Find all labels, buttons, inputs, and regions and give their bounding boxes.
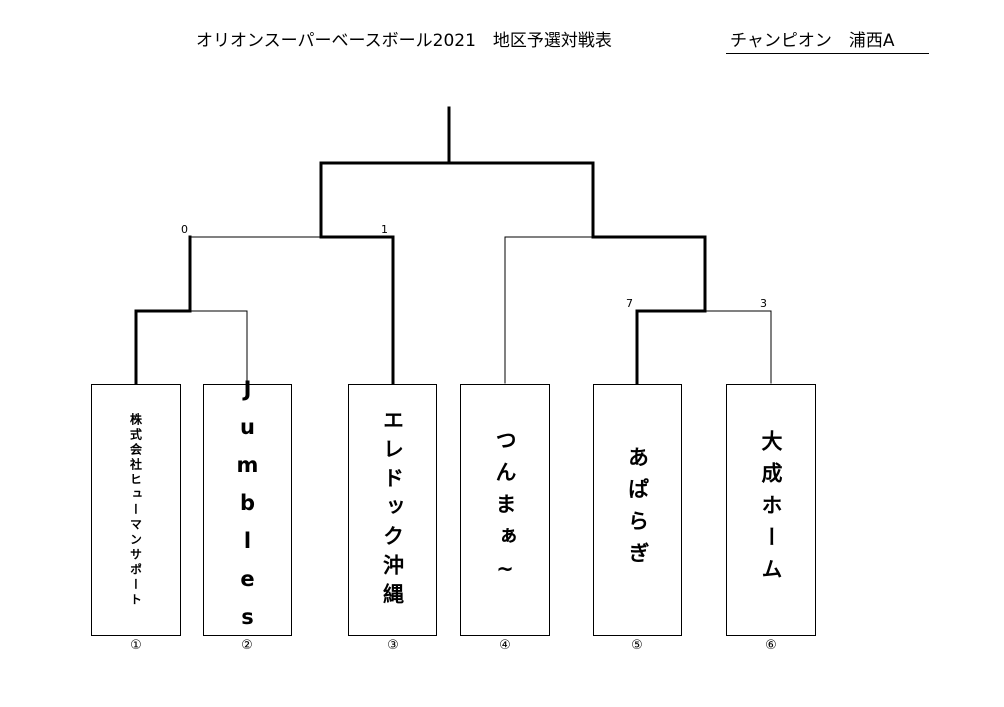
team-box-1: 株式会社ヒューマンサポート	[91, 384, 181, 636]
team-number-4: ④	[499, 638, 511, 653]
champion-label: チャンピオン 浦西A	[730, 31, 895, 51]
bracket-line-final	[319, 106, 595, 165]
bracket-line-team2	[189, 310, 248, 384]
bracket-line-team1-win	[134, 235, 192, 385]
team-number-6: ⑥	[765, 638, 777, 653]
team-number-2: ②	[241, 638, 253, 653]
team-number-1: ①	[130, 638, 142, 653]
team-number-3: ③	[387, 638, 399, 653]
team-box-6: 大成ホーム	[726, 384, 816, 636]
score-team5: 7	[626, 297, 633, 310]
bracket-line-team6	[704, 310, 772, 384]
team-name: あぱらぎ	[625, 446, 650, 574]
score-team3: 1	[381, 223, 388, 236]
bracket-line-team4	[504, 236, 594, 384]
team-box-4: つんまぁ~	[460, 384, 550, 636]
team-number-5: ⑤	[631, 638, 643, 653]
score-team6: 3	[760, 297, 767, 310]
team-box-3: エレドック沖縄	[348, 384, 437, 636]
champion-underline	[726, 53, 929, 54]
team-name: Jumbles	[235, 377, 260, 643]
score-team1: 0	[181, 223, 188, 236]
team-box-2: Jumbles	[203, 377, 292, 643]
team-name: エレドック沖縄	[380, 408, 405, 612]
team-name: つんまぁ~	[493, 428, 517, 592]
bracket-line-team5-win	[591, 161, 707, 385]
bracket-line-team3-win	[319, 161, 395, 385]
team-name: 株式会社ヒューマンサポート	[128, 412, 143, 608]
team-name: 大成ホーム	[759, 430, 783, 590]
team-box-5: あぱらぎ	[593, 384, 682, 636]
page-title: オリオンスーパーベースボール2021 地区予選対戦表	[196, 31, 612, 51]
